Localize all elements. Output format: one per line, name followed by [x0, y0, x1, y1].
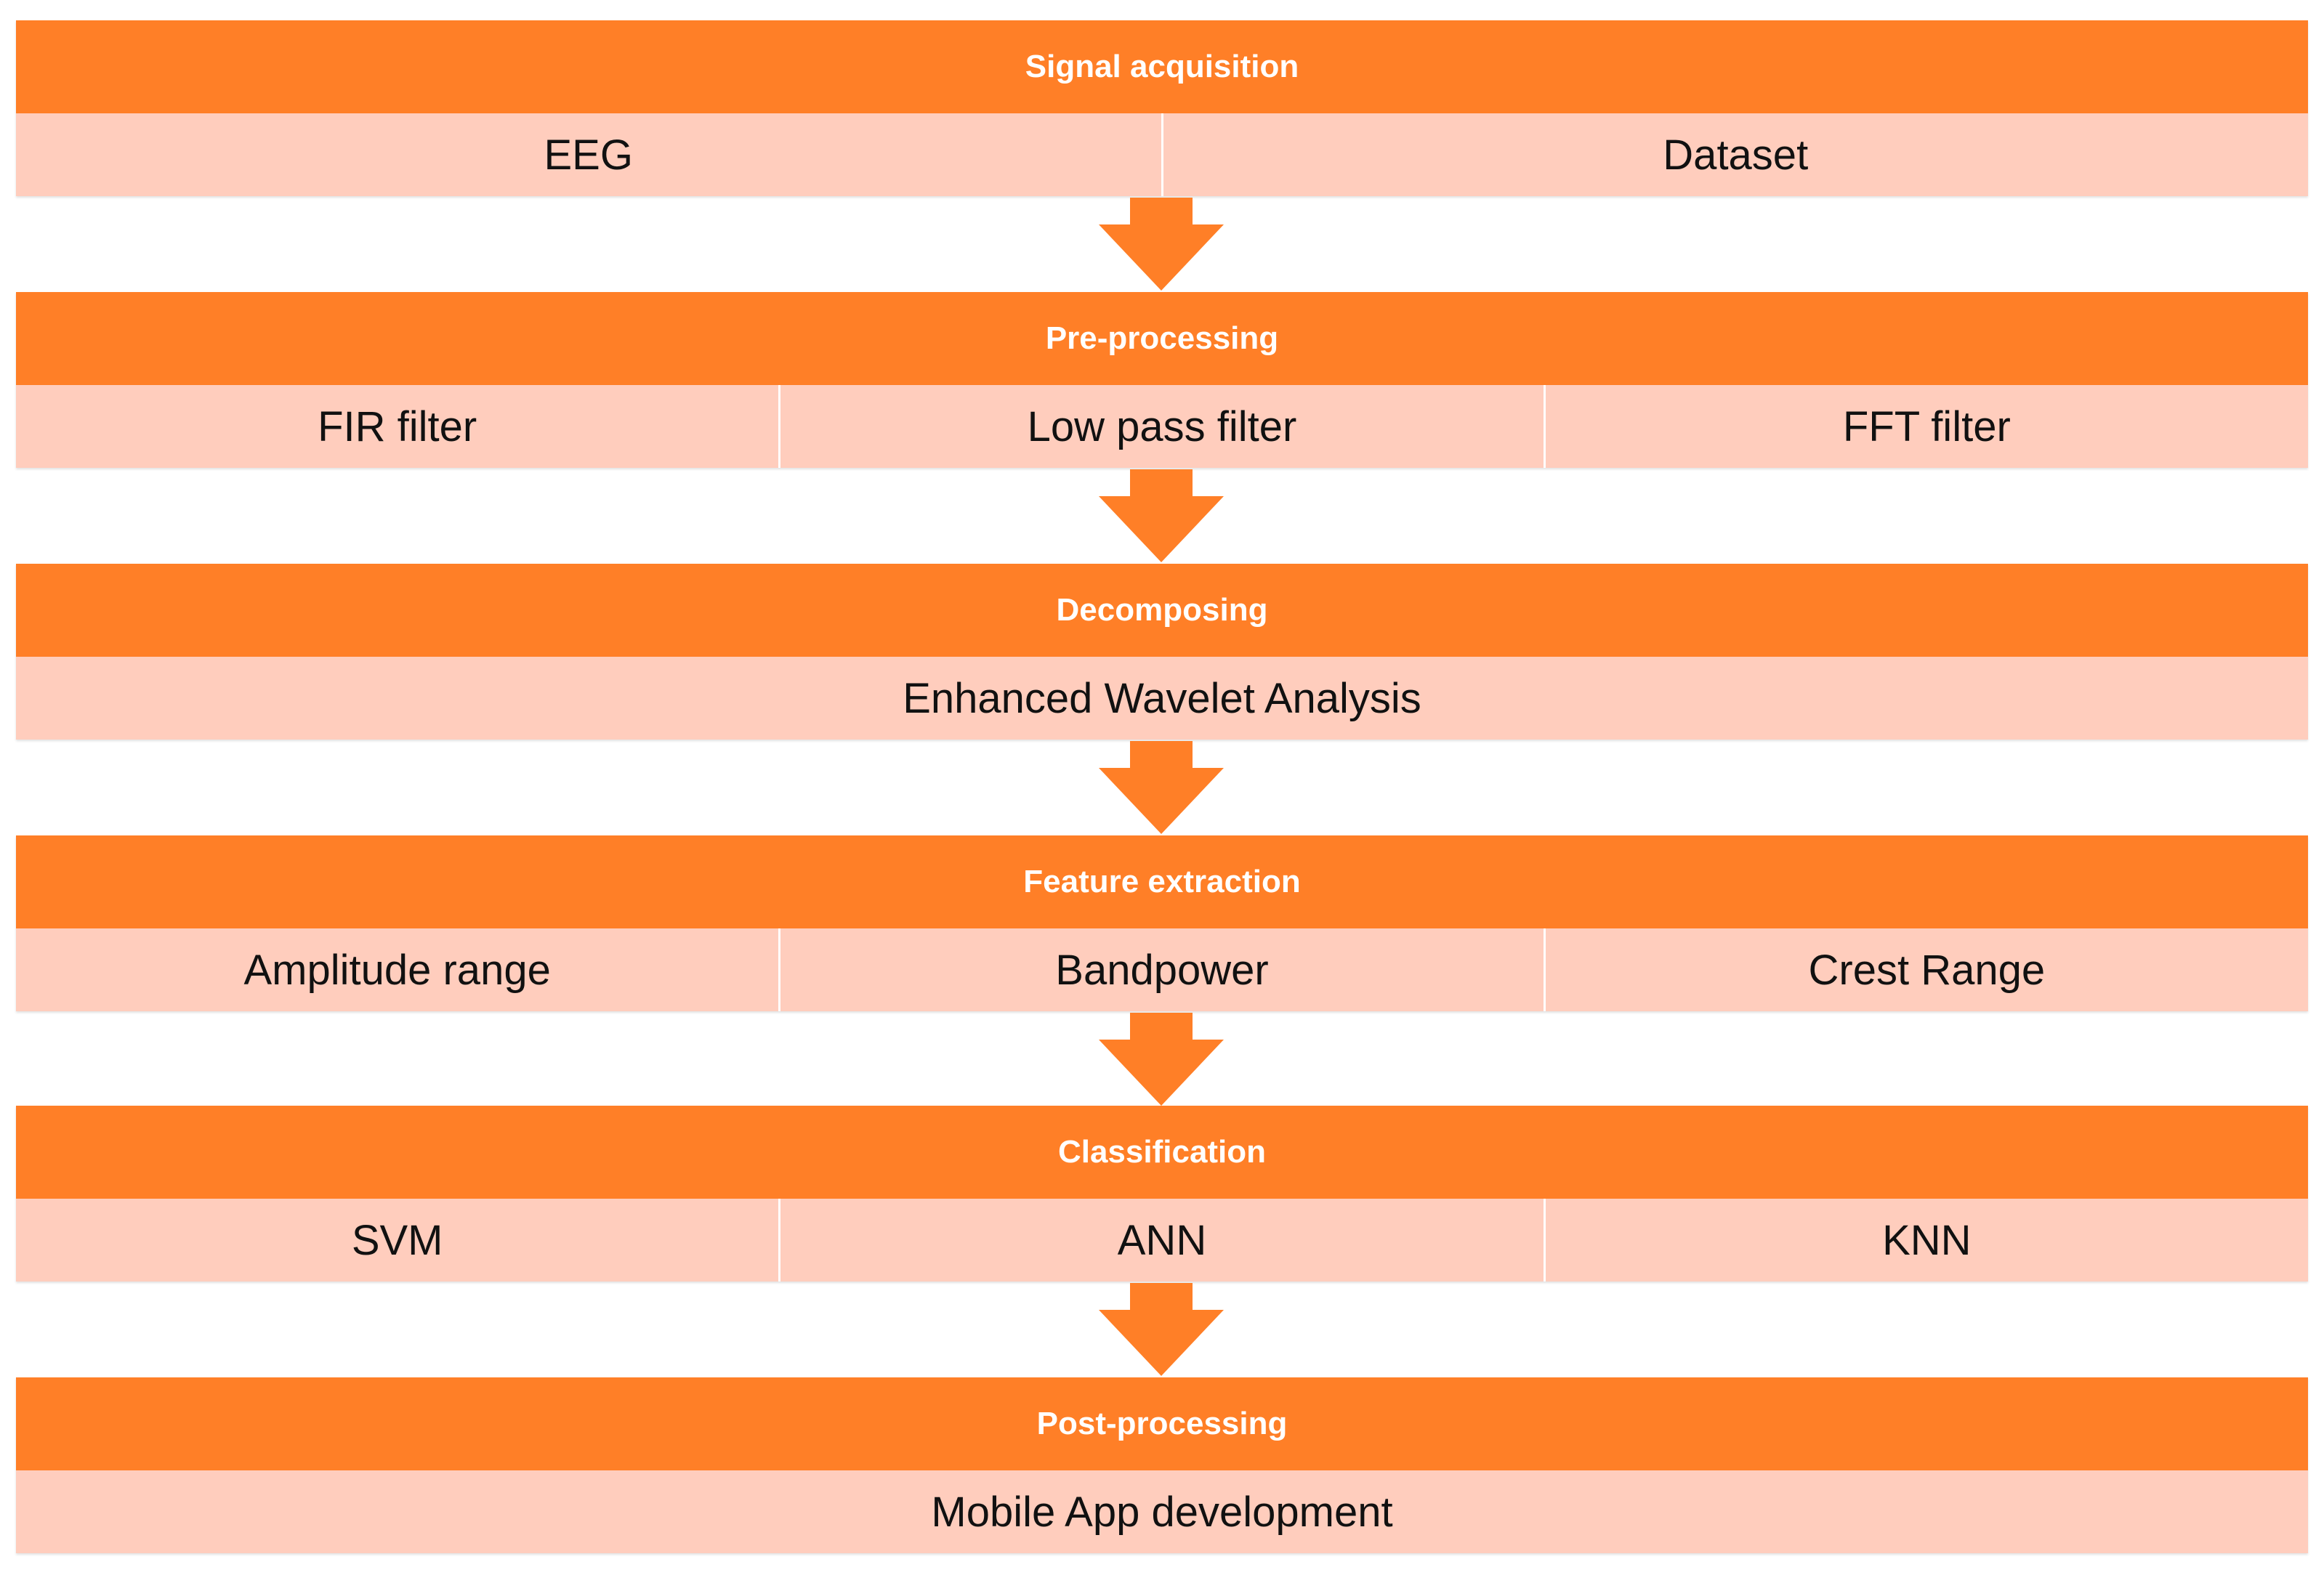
- stage-item: SVM: [351, 1216, 443, 1264]
- stage-header: Post-processing: [16, 1377, 2308, 1470]
- stage-item: Enhanced Wavelet Analysis: [903, 674, 1421, 722]
- stage-item: Amplitude range: [243, 946, 551, 994]
- stage-item: Bandpower: [778, 928, 1543, 1011]
- stage-items: FIR filter Low pass filter FFT filter: [16, 385, 2308, 468]
- stage-header: Feature extraction: [16, 835, 2308, 928]
- down-arrow-icon: [1099, 1013, 1224, 1106]
- stage-items: Mobile App development: [16, 1470, 2308, 1553]
- stage-item: EEG: [544, 131, 634, 179]
- stage-item: Mobile App development: [931, 1488, 1393, 1536]
- stage-item: Crest Range: [1543, 928, 2308, 1011]
- stage-header: Decomposing: [16, 564, 2308, 657]
- stage-item: FIR filter: [318, 402, 477, 450]
- down-arrow-icon: [1099, 198, 1224, 291]
- stage-header: Signal acquisition: [16, 20, 2308, 113]
- stage-items: SVM ANN KNN: [16, 1199, 2308, 1282]
- stage-item: Low pass filter: [778, 385, 1543, 468]
- stage-header: Classification: [16, 1106, 2308, 1199]
- stage-item: KNN: [1543, 1199, 2308, 1282]
- down-arrow-icon: [1099, 1283, 1224, 1376]
- stage-header: Pre-processing: [16, 292, 2308, 385]
- stage-items: EEG Dataset: [16, 113, 2308, 196]
- stage-items: Enhanced Wavelet Analysis: [16, 657, 2308, 740]
- down-arrow-icon: [1099, 741, 1224, 834]
- stage-item: Dataset: [1161, 113, 2309, 196]
- stage-item: ANN: [778, 1199, 1543, 1282]
- down-arrow-icon: [1099, 469, 1224, 562]
- stage-items: Amplitude range Bandpower Crest Range: [16, 928, 2308, 1011]
- stage-item: FFT filter: [1543, 385, 2308, 468]
